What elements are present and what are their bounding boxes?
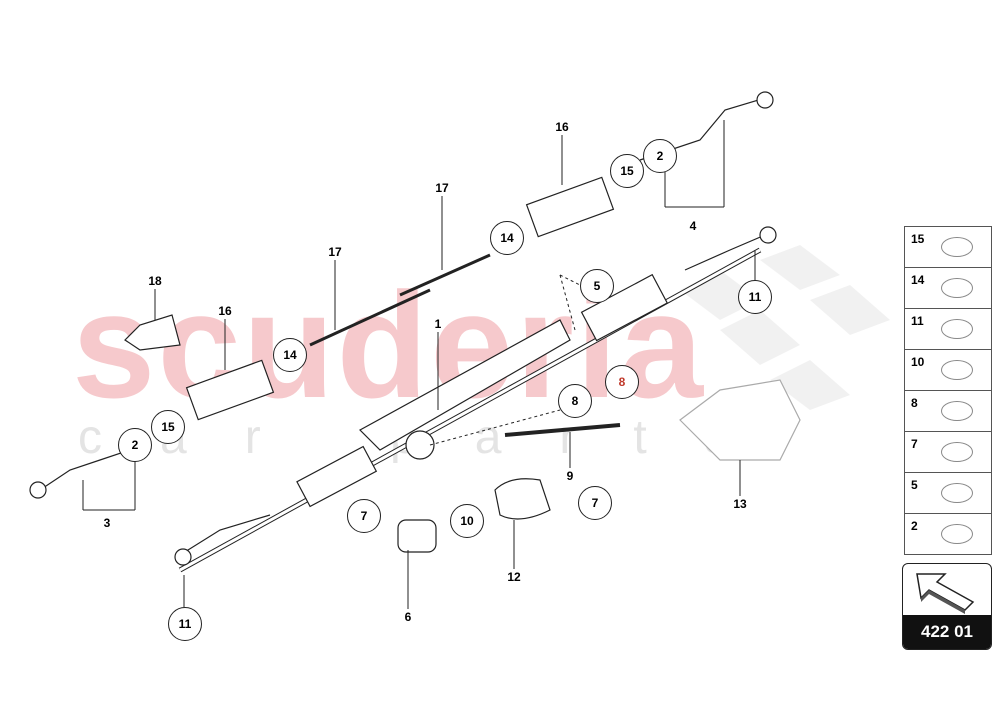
arrow-up-left-icon — [916, 573, 975, 614]
callout-5[interactable]: 5 — [580, 269, 614, 303]
nut-icon — [941, 319, 973, 339]
clamp-icon — [941, 237, 973, 257]
legend-item[interactable]: 14 — [905, 268, 991, 309]
callout-15[interactable]: 15 — [151, 410, 185, 444]
callout-7[interactable]: 7 — [578, 486, 612, 520]
callout-8[interactable]: 8 — [605, 365, 639, 399]
label-3: 3 — [103, 516, 111, 530]
label-1: 1 — [434, 317, 442, 331]
legend-item[interactable]: 5 — [905, 473, 991, 514]
label-9: 9 — [566, 469, 574, 483]
label-4: 4 — [689, 219, 697, 233]
callout-8[interactable]: 8 — [558, 384, 592, 418]
callout-2[interactable]: 2 — [643, 139, 677, 173]
parts-legend: 15 14 11 10 8 7 5 2 — [904, 226, 992, 555]
reference-box[interactable]: 422 01 — [902, 563, 992, 650]
label-12: 12 — [507, 570, 521, 584]
label-16: 16 — [218, 304, 232, 318]
callout-7[interactable]: 7 — [347, 499, 381, 533]
callout-15[interactable]: 15 — [610, 154, 644, 188]
hex-nut-icon — [941, 524, 973, 544]
callout-14[interactable]: 14 — [273, 338, 307, 372]
callout-14[interactable]: 14 — [490, 221, 524, 255]
legend-item[interactable]: 11 — [905, 309, 991, 350]
label-17: 17 — [328, 245, 342, 259]
reference-number: 422 01 — [903, 615, 991, 649]
bolt-icon — [941, 483, 973, 503]
clip-icon — [941, 278, 973, 298]
legend-item[interactable]: 15 — [905, 227, 991, 268]
ring-clamp-icon — [941, 360, 973, 380]
legend-item[interactable]: 8 — [905, 391, 991, 432]
legend-item[interactable]: 10 — [905, 350, 991, 391]
callout-2[interactable]: 2 — [118, 428, 152, 462]
callout-10[interactable]: 10 — [450, 504, 484, 538]
bolt-icon — [941, 401, 973, 421]
label-17: 17 — [435, 181, 449, 195]
screw-icon — [941, 442, 973, 462]
callout-11[interactable]: 11 — [168, 607, 202, 641]
callout-11[interactable]: 11 — [738, 280, 772, 314]
label-18: 18 — [148, 274, 162, 288]
label-13: 13 — [733, 497, 747, 511]
label-6: 6 — [404, 610, 412, 624]
legend-item[interactable]: 2 — [905, 514, 991, 554]
legend-item[interactable]: 7 — [905, 432, 991, 473]
label-16: 16 — [555, 120, 569, 134]
